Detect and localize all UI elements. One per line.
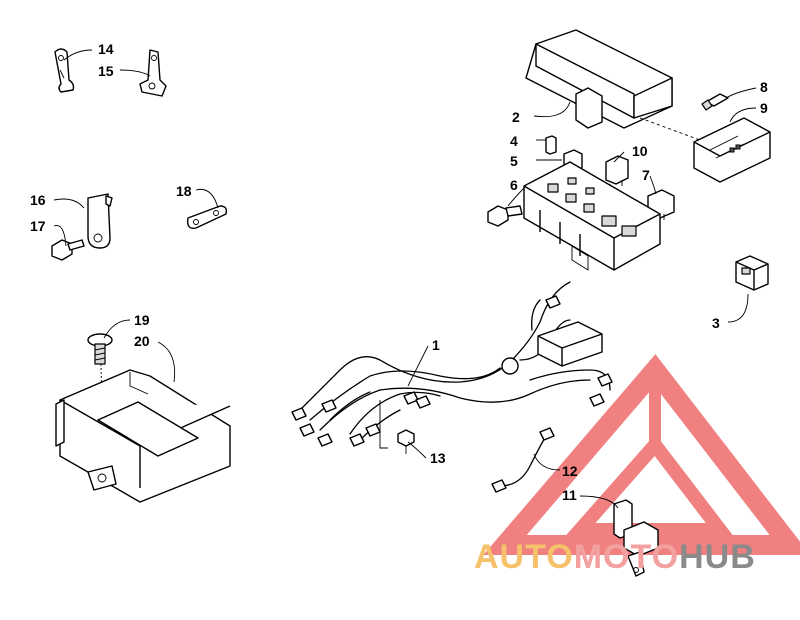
callout-16: 16 bbox=[30, 192, 46, 208]
callout-7: 7 bbox=[642, 167, 650, 183]
wire-lead-12 bbox=[491, 427, 555, 493]
fuse-label-9 bbox=[693, 117, 771, 183]
callout-17: 17 bbox=[30, 218, 46, 234]
callout-11: 11 bbox=[562, 487, 577, 503]
callout-6: 6 bbox=[510, 177, 518, 193]
control-module-20 bbox=[55, 369, 231, 503]
bolt-17 bbox=[51, 239, 85, 261]
fuse-box-cover-2 bbox=[525, 29, 701, 141]
callout-9: 9 bbox=[760, 100, 768, 116]
bracket-15 bbox=[139, 49, 167, 97]
callout-4: 4 bbox=[510, 133, 518, 149]
bracket-16 bbox=[87, 193, 113, 249]
plate-18 bbox=[186, 205, 228, 229]
callout-5: 5 bbox=[510, 153, 518, 169]
callout-1: 1 bbox=[432, 337, 440, 353]
callout-3: 3 bbox=[712, 315, 720, 331]
watermark-text: AUTOMOTOHUB bbox=[474, 538, 756, 576]
watermark-logo bbox=[483, 354, 800, 555]
callout-18: 18 bbox=[176, 183, 192, 199]
callout-14: 14 bbox=[98, 41, 114, 57]
callout-labels: 1 2 3 4 5 6 7 8 9 10 11 12 13 14 15 16 1… bbox=[30, 41, 768, 503]
connector-3 bbox=[735, 255, 769, 291]
bracket-14 bbox=[54, 48, 75, 93]
leader-lines bbox=[53, 49, 757, 509]
callout-13: 13 bbox=[430, 450, 446, 466]
watermark-moto: MOTO bbox=[574, 538, 679, 576]
wiring-harness-1 bbox=[291, 281, 613, 449]
bolt-13 bbox=[397, 429, 415, 454]
callout-19: 19 bbox=[134, 312, 150, 328]
svg-text:AUTOMOTOHUB: AUTOMOTOHUB bbox=[474, 538, 756, 576]
bolt-6 bbox=[487, 205, 523, 227]
callout-2: 2 bbox=[512, 109, 520, 125]
callout-15: 15 bbox=[98, 63, 114, 79]
sensor-11 bbox=[613, 499, 659, 577]
fuse-puller-8 bbox=[701, 93, 729, 111]
fuse-box-base bbox=[523, 161, 661, 271]
callout-20: 20 bbox=[134, 333, 150, 349]
fuse-4 bbox=[545, 135, 557, 155]
callout-12: 12 bbox=[562, 463, 578, 479]
callout-10: 10 bbox=[632, 143, 648, 159]
watermark-hub: HUB bbox=[679, 538, 756, 576]
watermark-auto: AUTO bbox=[474, 538, 574, 576]
callout-8: 8 bbox=[760, 79, 768, 95]
